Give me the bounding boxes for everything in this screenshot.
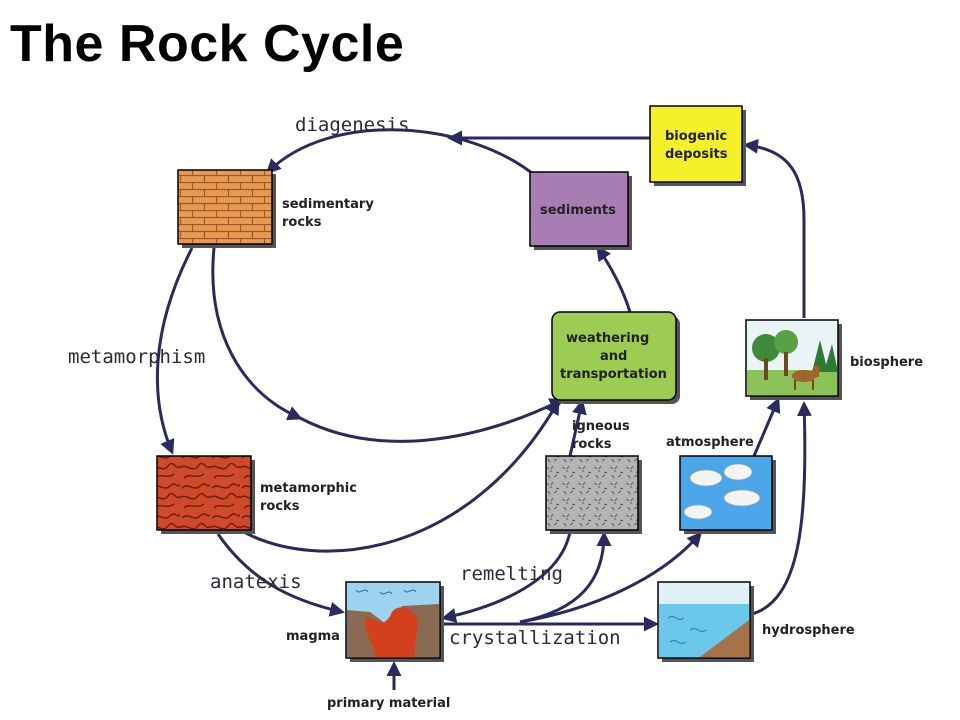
- metamorphism-label: metamorphism: [68, 346, 205, 368]
- lava-icon: [365, 607, 418, 657]
- arrow-igneous-to-weathering: [568, 399, 587, 457]
- sediments-label: sediments: [540, 203, 616, 218]
- arrow-metamorphism: [155, 247, 194, 455]
- atmosphere-label: atmosphere: [666, 435, 754, 450]
- sedimentary-rocks-label-2: rocks: [282, 215, 322, 230]
- arrow-sedimentary-to-weathering-loop: [211, 247, 303, 421]
- crystallization-label: crystallization: [449, 627, 621, 649]
- biosphere-node: [745, 319, 842, 400]
- magma-node: [345, 581, 444, 662]
- horse-icon: [792, 370, 816, 382]
- metamorphic-rocks-label-1: metamorphic: [260, 481, 357, 496]
- arrow-metamorphic-to-weathering: [239, 399, 560, 553]
- atmosphere-node: [679, 455, 776, 534]
- weathering-node: [551, 311, 680, 404]
- arrow-anatexis: [216, 533, 345, 617]
- sedimentary-rocks-node: [177, 169, 276, 248]
- primary-material-label: primary material: [327, 696, 450, 711]
- metamorphic-rocks-label-2: rocks: [260, 499, 300, 514]
- metamorphic-rocks-node: [156, 455, 255, 534]
- arrow-remelting: [441, 531, 572, 623]
- weathering-label-2: and: [600, 349, 627, 364]
- igneous-rocks-node: [545, 455, 642, 534]
- cloud-icon: [683, 463, 761, 520]
- igneous-rocks-label-2: rocks: [572, 437, 612, 452]
- arrow-weathering-to-sediments: [596, 245, 632, 313]
- page-title: The Rock Cycle: [10, 15, 405, 73]
- biogenic-deposits-label-1: biogenic: [665, 129, 727, 144]
- arrow-biosphere-to-biogenic: [743, 138, 806, 318]
- anatexis-label: anatexis: [210, 571, 302, 593]
- arrow-atmosphere-to-biosphere: [752, 397, 781, 457]
- igneous-rocks-label-1: igneous: [572, 419, 630, 434]
- magma-label: magma: [286, 629, 340, 644]
- arrow-sediments-to-sedimentary-rocks: [265, 128, 539, 180]
- biosphere-label: biosphere: [850, 355, 923, 370]
- biogenic-deposits-label-2: deposits: [665, 147, 728, 162]
- arrow-magma-to-atmosphere: [519, 531, 702, 624]
- tree-icon: [752, 334, 780, 362]
- biogenic-deposits-node: [649, 105, 746, 186]
- sedimentary-rocks-label-1: sedimentary: [282, 197, 374, 212]
- diagenesis-label: diagenesis: [295, 114, 409, 136]
- remelting-label: remelting: [460, 563, 563, 585]
- arrow-hydrosphere-to-biosphere: [751, 401, 812, 616]
- weathering-label-1: weathering: [566, 331, 649, 346]
- arrow-loop-to-weathering: [299, 398, 565, 443]
- hydrosphere-node: [657, 581, 754, 662]
- hydrosphere-label: hydrosphere: [762, 623, 855, 638]
- sediments-node: [529, 171, 632, 250]
- weathering-label-3: transportation: [560, 367, 667, 382]
